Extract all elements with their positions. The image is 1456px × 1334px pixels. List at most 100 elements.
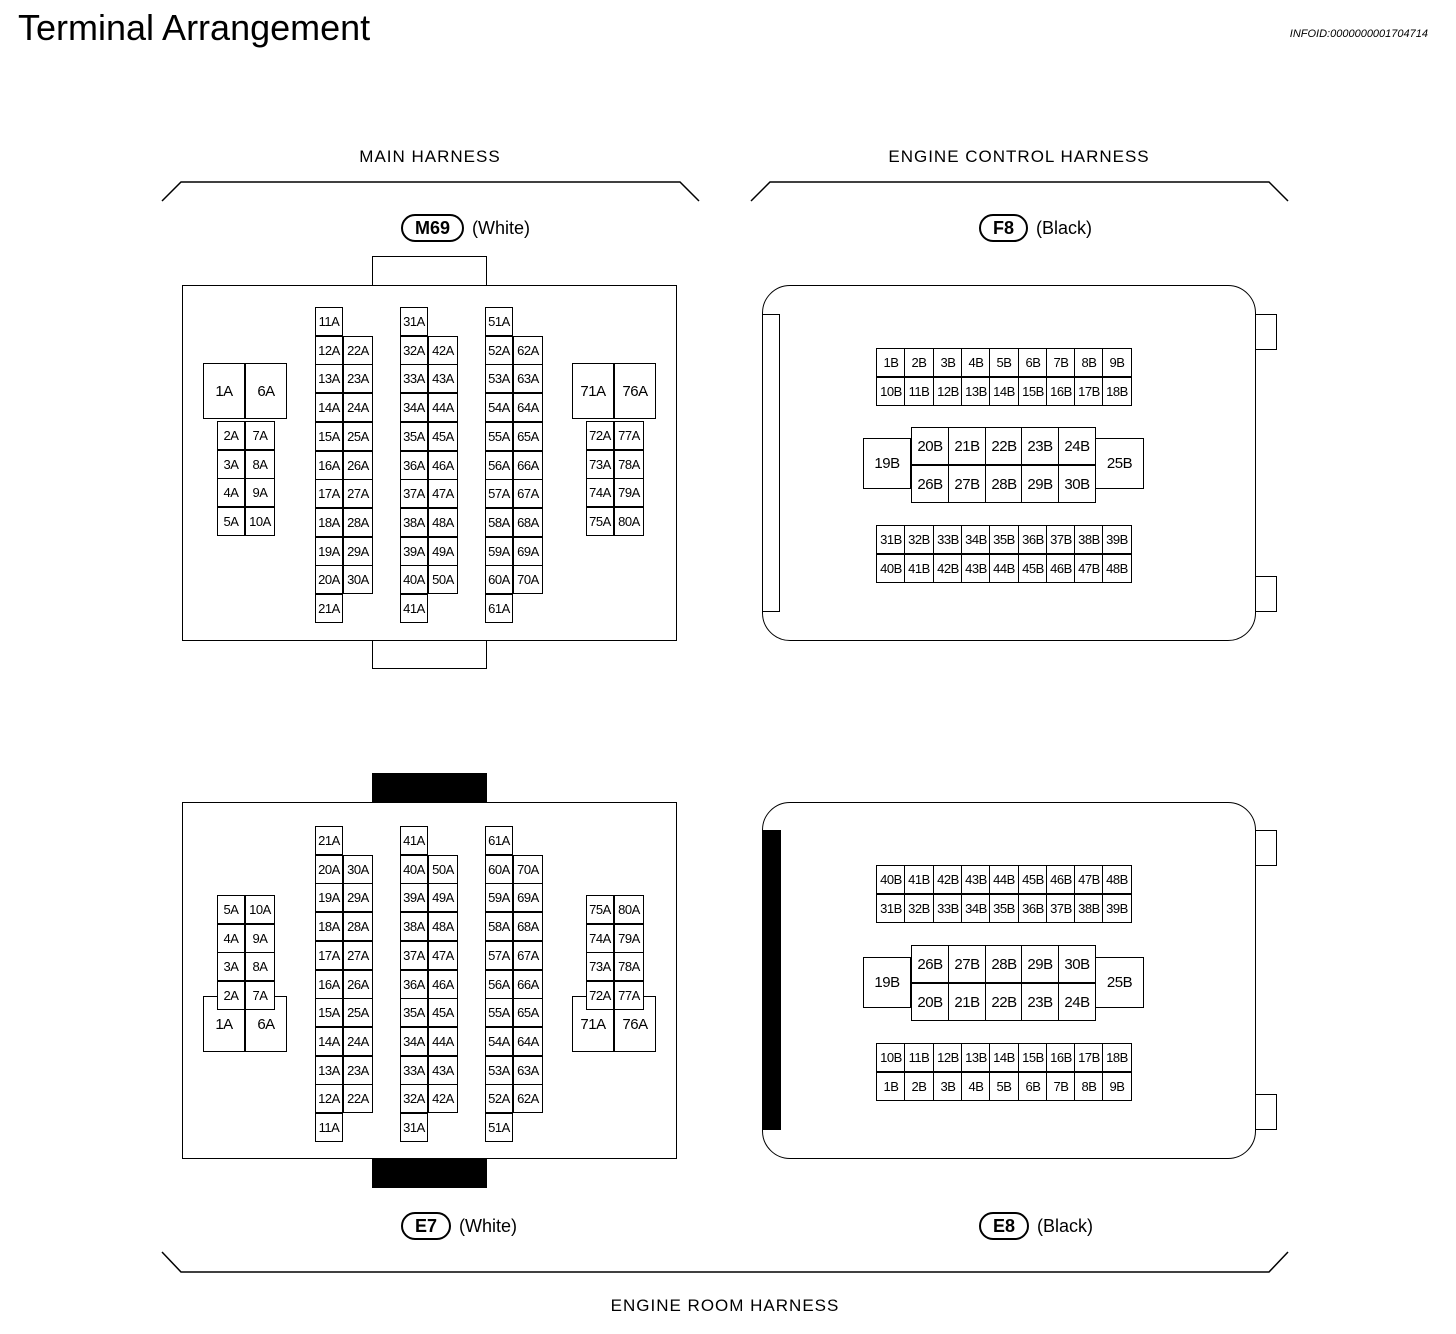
m69-terminal-10a: 10A xyxy=(245,507,275,536)
f8-terminal-16b: 16B xyxy=(1046,377,1076,406)
e7-terminal-67a: 67A xyxy=(513,941,543,970)
e8-terminal-26b: 26B xyxy=(911,945,949,983)
m69-terminal-48a: 48A xyxy=(428,508,458,537)
e7-terminal-37a: 37A xyxy=(400,941,428,970)
m69-terminal-49a: 49A xyxy=(428,537,458,566)
m69-top-tab xyxy=(372,256,487,286)
connector-id-e8: E8 xyxy=(979,1212,1030,1240)
e8-terminal-3b: 3B xyxy=(933,1072,963,1101)
m69-terminal-60a: 60A xyxy=(485,565,513,594)
m69-terminal-79a: 79A xyxy=(614,478,644,507)
e7-terminal-32a: 32A xyxy=(400,1084,428,1113)
e8-terminal-23b: 23B xyxy=(1021,983,1059,1021)
e7-terminal-66a: 66A xyxy=(513,970,543,999)
m69-terminal-57a: 57A xyxy=(485,479,513,508)
m69-terminal-21a: 21A xyxy=(315,594,343,623)
e8-terminal-45b: 45B xyxy=(1018,865,1048,894)
e8-terminal-22b: 22B xyxy=(985,983,1023,1021)
e7-terminal-12a: 12A xyxy=(315,1084,343,1113)
m69-terminal-25a: 25A xyxy=(343,422,373,451)
e7-terminal-70a: 70A xyxy=(513,855,543,884)
e8-terminal-28b: 28B xyxy=(985,945,1023,983)
e7-terminal-77a: 77A xyxy=(614,981,644,1010)
e7-terminal-53a: 53A xyxy=(485,1056,513,1085)
e8-right-tab-bottom xyxy=(1255,1094,1277,1130)
e8-terminal-5b: 5B xyxy=(989,1072,1019,1101)
m69-terminal-38a: 38A xyxy=(400,508,428,537)
e7-terminal-18a: 18A xyxy=(315,912,343,941)
e7-terminal-45a: 45A xyxy=(428,998,458,1027)
f8-terminal-30b: 30B xyxy=(1058,465,1096,503)
f8-terminal-2b: 2B xyxy=(904,348,934,377)
m69-terminal-70a: 70A xyxy=(513,565,543,594)
m69-terminal-53a: 53A xyxy=(485,364,513,393)
e7-terminal-61a: 61A xyxy=(485,826,513,855)
e8-side-latch xyxy=(762,830,781,1130)
m69-terminal-23a: 23A xyxy=(343,364,373,393)
e8-terminal-48b: 48B xyxy=(1102,865,1132,894)
m69-terminal-64a: 64A xyxy=(513,393,543,422)
m69-terminal-78a: 78A xyxy=(614,450,644,479)
connector-id-f8: F8 xyxy=(979,214,1029,242)
e8-terminal-29b: 29B xyxy=(1021,945,1059,983)
m69-terminal-16a: 16A xyxy=(315,451,343,480)
e7-terminal-65a: 65A xyxy=(513,998,543,1027)
f8-terminal-20b: 20B xyxy=(911,427,949,465)
m69-terminal-35a: 35A xyxy=(400,422,428,451)
m69-terminal-46a: 46A xyxy=(428,451,458,480)
m69-terminal-58a: 58A xyxy=(485,508,513,537)
m69-terminal-34a: 34A xyxy=(400,393,428,422)
f8-terminal-38b: 38B xyxy=(1074,525,1104,554)
f8-terminal-14b: 14B xyxy=(989,377,1019,406)
m69-terminal-68a: 68A xyxy=(513,508,543,537)
e8-terminal-9b: 9B xyxy=(1102,1072,1132,1101)
m69-terminal-66a: 66A xyxy=(513,451,543,480)
e7-terminal-11a: 11A xyxy=(315,1113,343,1142)
m69-terminal-39a: 39A xyxy=(400,537,428,566)
f8-terminal-44b: 44B xyxy=(989,554,1019,583)
m69-terminal-51a: 51A xyxy=(485,307,513,336)
e8-terminal-35b: 35B xyxy=(989,894,1019,923)
e7-terminal-10a: 10A xyxy=(245,895,275,924)
connector-id-e7: E7 xyxy=(401,1212,452,1240)
e8-terminal-25b: 25B xyxy=(1095,957,1144,1008)
m69-terminal-47a: 47A xyxy=(428,479,458,508)
e8-terminal-11b: 11B xyxy=(904,1043,934,1072)
e7-terminal-46a: 46A xyxy=(428,970,458,999)
f8-terminal-9b: 9B xyxy=(1102,348,1132,377)
m69-terminal-12a: 12A xyxy=(315,336,343,365)
e7-terminal-26a: 26A xyxy=(343,970,373,999)
m69-terminal-41a: 41A xyxy=(400,594,428,623)
f8-terminal-11b: 11B xyxy=(904,377,934,406)
e7-terminal-48a: 48A xyxy=(428,912,458,941)
e7-terminal-24a: 24A xyxy=(343,1027,373,1056)
f8-terminal-24b: 24B xyxy=(1058,427,1096,465)
m69-terminal-32a: 32A xyxy=(400,336,428,365)
m69-terminal-5a: 5A xyxy=(217,507,245,536)
m69-terminal-28a: 28A xyxy=(343,508,373,537)
m69-terminal-42a: 42A xyxy=(428,336,458,365)
f8-terminal-8b: 8B xyxy=(1074,348,1104,377)
e8-terminal-38b: 38B xyxy=(1074,894,1104,923)
f8-terminal-12b: 12B xyxy=(933,377,963,406)
e7-terminal-68a: 68A xyxy=(513,912,543,941)
e7-terminal-8a: 8A xyxy=(245,952,275,981)
m69-terminal-72a: 72A xyxy=(586,421,614,450)
m69-terminal-9a: 9A xyxy=(245,478,275,507)
m69-terminal-33a: 33A xyxy=(400,364,428,393)
m69-terminal-2a: 2A xyxy=(217,421,245,450)
f8-terminal-22b: 22B xyxy=(985,427,1023,465)
e8-terminal-39b: 39B xyxy=(1102,894,1132,923)
e7-terminal-16a: 16A xyxy=(315,970,343,999)
e8-terminal-13b: 13B xyxy=(961,1043,991,1072)
m69-terminal-59a: 59A xyxy=(485,537,513,566)
e7-terminal-72a: 72A xyxy=(586,981,614,1010)
e7-terminal-54a: 54A xyxy=(485,1027,513,1056)
e7-terminal-3a: 3A xyxy=(217,952,245,981)
e7-terminal-13a: 13A xyxy=(315,1056,343,1085)
m69-terminal-4a: 4A xyxy=(217,478,245,507)
e8-terminal-12b: 12B xyxy=(933,1043,963,1072)
e7-terminal-62a: 62A xyxy=(513,1084,543,1113)
e7-terminal-30a: 30A xyxy=(343,855,373,884)
